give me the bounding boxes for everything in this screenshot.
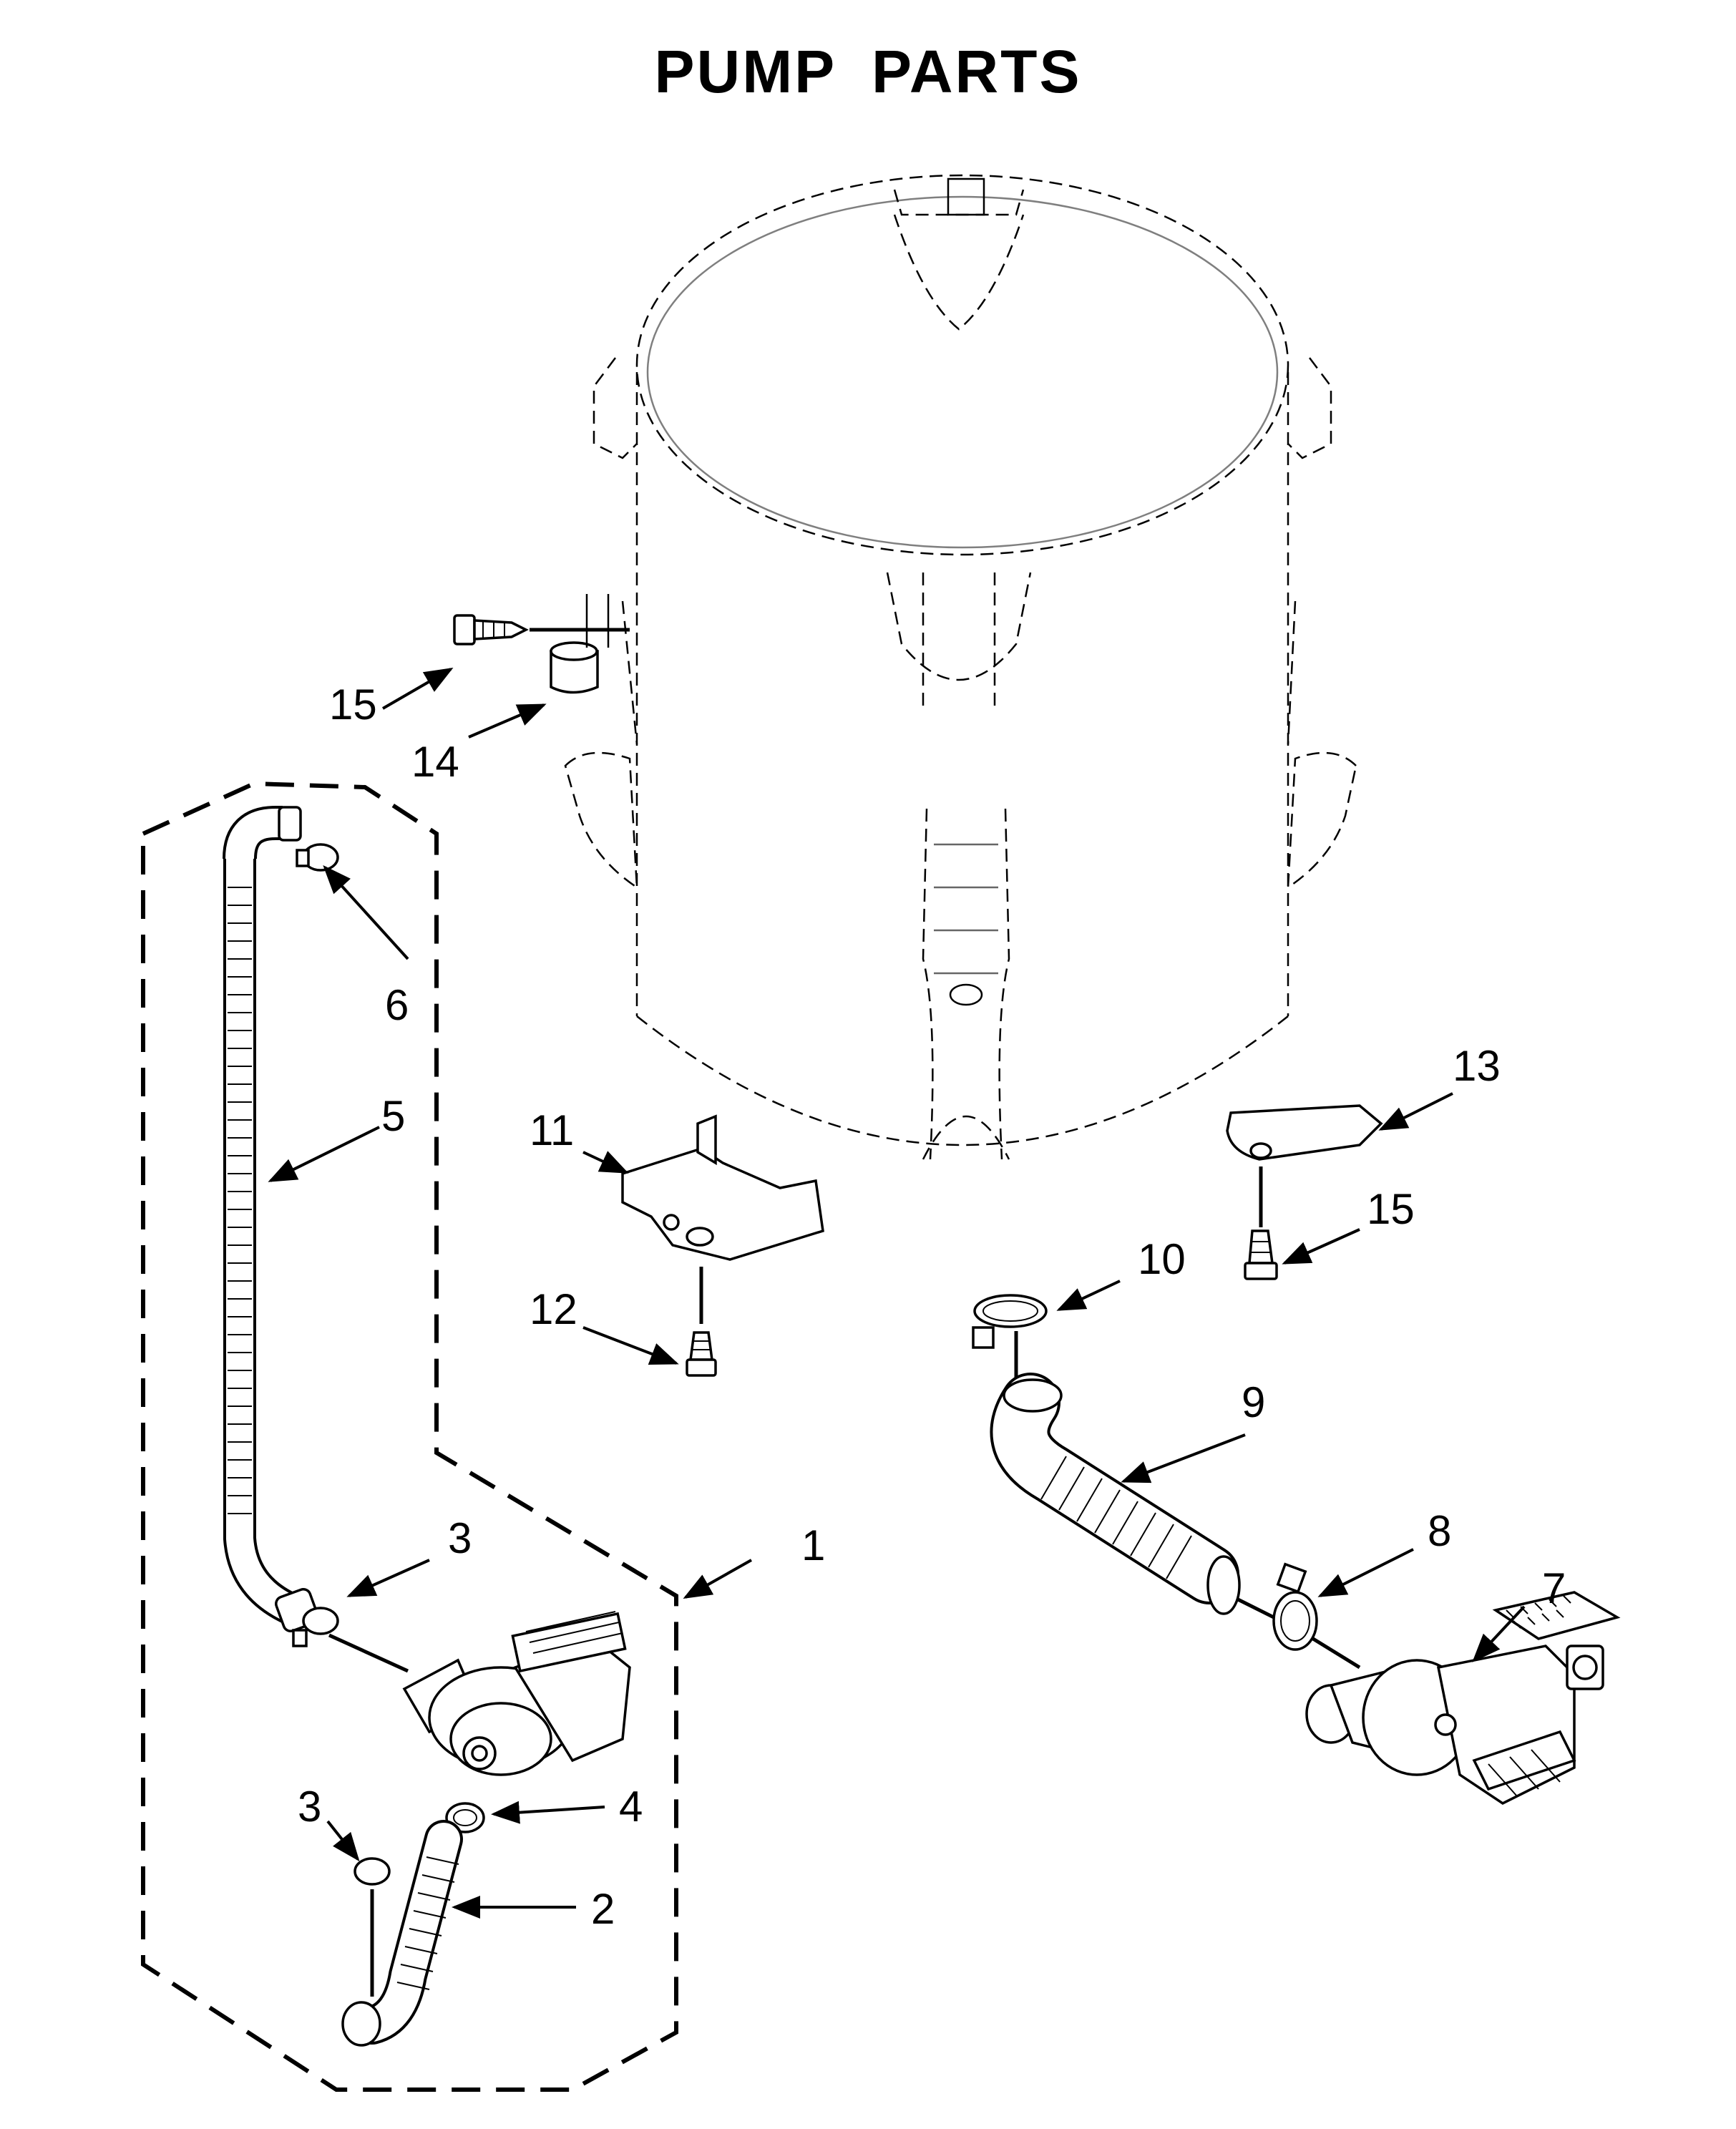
washer-tub-outline [564,174,1357,1160]
hose-clamp-top[interactable] [296,843,339,872]
callout-4: 4 [619,1783,643,1831]
pump-hose-item-9[interactable] [990,1373,1241,1615]
screw-top-left[interactable] [453,614,529,645]
callout-14: 14 [411,738,459,786]
callout-3-lower: 3 [298,1783,321,1831]
callout-10: 10 [1138,1235,1186,1283]
screw-right[interactable] [1244,1229,1278,1280]
callout-8: 8 [1428,1507,1451,1555]
callout-15-right: 15 [1367,1185,1415,1233]
callout-12: 12 [530,1285,577,1333]
callout-1: 1 [801,1521,825,1569]
screw-item-12[interactable] [686,1331,717,1377]
callout-3-upper: 3 [448,1514,472,1562]
hose-clamp-lower[interactable] [353,1857,391,1886]
short-pump-hose[interactable] [341,1820,463,2047]
kit-bracket-item-1 [141,781,678,2092]
drain-hose[interactable] [223,806,320,1633]
hose-clamp-upper[interactable] [292,1607,339,1647]
hose-clamp-item-8[interactable] [1272,1562,1318,1651]
bracket-item-11[interactable] [621,1114,824,1261]
callout-6: 6 [385,981,409,1029]
callout-11: 11 [530,1106,574,1154]
callout-2: 2 [591,1885,615,1933]
callout-15-left: 15 [329,681,377,729]
bracket-item-13[interactable] [1226,1104,1383,1161]
callout-arrows [268,667,1526,1919]
callout-7: 7 [1542,1564,1566,1612]
callout-13: 13 [1453,1042,1501,1090]
page-title: PUMP PARTS [654,38,1082,105]
clip-item-14[interactable] [550,594,610,694]
callout-5: 5 [381,1092,405,1140]
hose-clamp-item-10[interactable] [972,1294,1048,1349]
pump-assembly-kit[interactable] [402,1611,631,1776]
callout-9: 9 [1242,1378,1265,1426]
drain-pump-item-7[interactable] [1305,1591,1621,1806]
